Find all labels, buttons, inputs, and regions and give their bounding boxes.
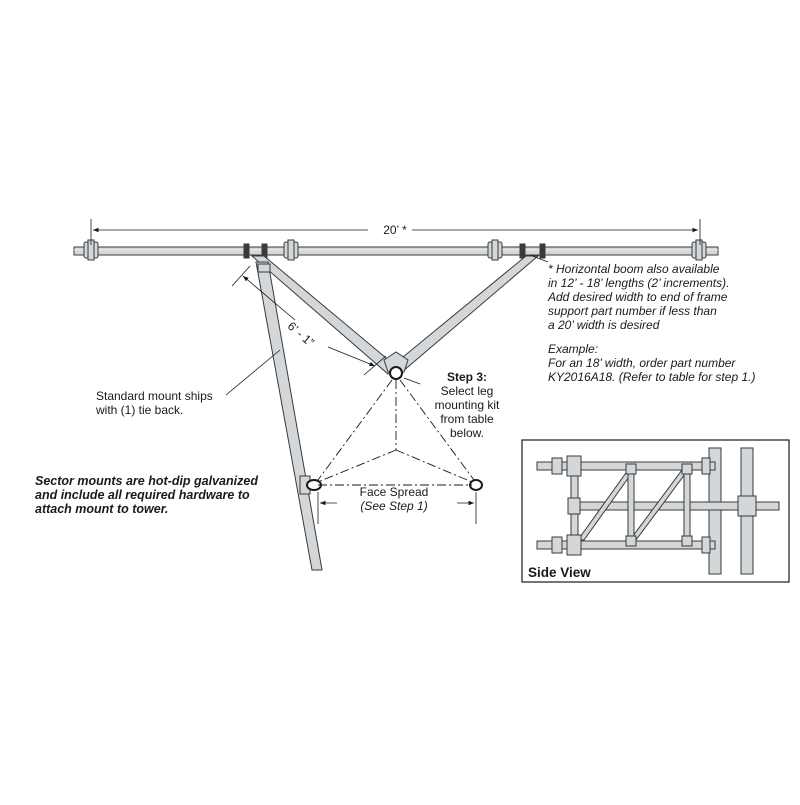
step3-title: Step 3: (446, 370, 487, 384)
boom-note-line: a 20’ width is desired (548, 318, 660, 332)
boom-note-line: support part number if less than (548, 304, 717, 318)
apex-bracket (383, 351, 409, 380)
diagonal-dimension (231, 265, 387, 376)
standard-mount-line: Standard mount ships (96, 389, 213, 403)
horizontal-boom (73, 246, 719, 256)
example-note: Example: For an 18’ width, order part nu… (548, 342, 755, 384)
boom-length-note: * Horizontal boom also available in 12’ … (548, 262, 729, 332)
boom-clamp-right (691, 239, 707, 261)
face-spread-subtitle: (See Step 1) (360, 499, 428, 513)
leader-lines (225, 254, 549, 396)
step3-line: from table (440, 412, 494, 426)
boom-clamp-center-left (283, 239, 299, 261)
standard-mount-note: Standard mount ships with (1) tie back. (96, 389, 254, 417)
example-note-line: For an 18’ width, order part number (548, 356, 736, 370)
face-spread-label: Face Spread (See Step 1) (315, 485, 473, 513)
sector-mount-line: and include all required hardware to (35, 488, 250, 502)
standard-mount-line: with (1) tie back. (96, 403, 184, 417)
sector-mount-line: Sector mounts are hot-dip galvanized (35, 474, 258, 488)
face-spread-title: Face Spread (359, 485, 429, 499)
example-note-line: KY2016A18. (Refer to table for step 1.) (548, 370, 756, 384)
step3-line: Select leg (440, 384, 494, 398)
width-dimension-label: 20’ * (383, 223, 407, 237)
boom-note-line: * Horizontal boom also available (548, 262, 720, 276)
boom-note-line: in 12’ - 18’ lengths (2’ increments). (548, 276, 730, 290)
step3-line: mounting kit (434, 398, 500, 412)
example-note-line: Example: (548, 342, 599, 356)
sector-mount-note: Sector mounts are hot-dip galvanized and… (35, 474, 258, 516)
face-spread-leg-ring (469, 479, 483, 491)
boom-clamp-center-right (487, 239, 503, 261)
side-view-label: Side View (528, 565, 591, 580)
step3-callout: Step 3: Select leg mounting kit from tab… (412, 370, 522, 440)
width-dimension (90, 219, 701, 245)
boom-note-line: Add desired width to end of frame (548, 290, 728, 304)
sector-mount-line: attach mount to tower. (35, 502, 169, 516)
face-spread-dimension (317, 492, 477, 524)
step3-line: below. (449, 426, 485, 440)
geometry-lines (317, 379, 475, 486)
side-view-inset (521, 439, 790, 583)
